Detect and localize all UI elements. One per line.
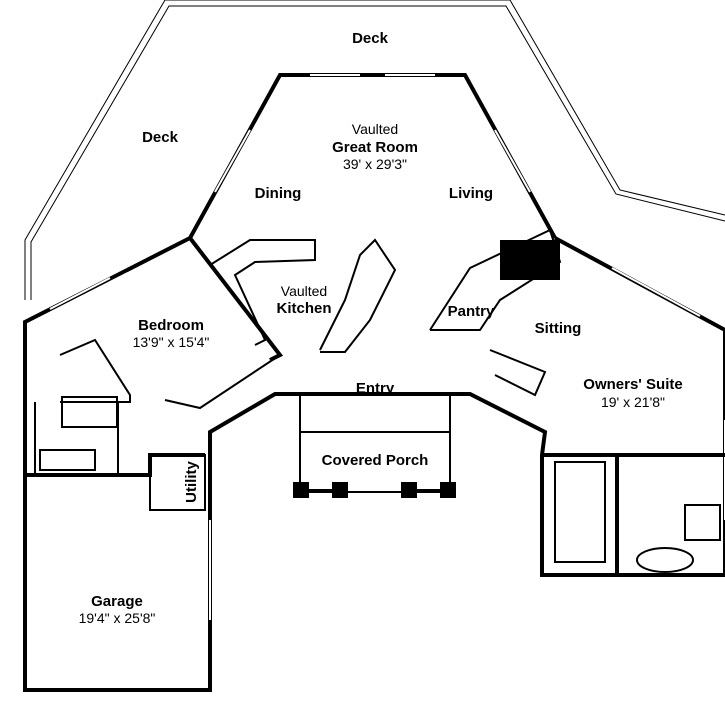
covered-porch-label: Covered Porch	[322, 452, 429, 469]
deck-top-label: Deck	[352, 30, 389, 47]
garage-label: Garage	[91, 593, 143, 610]
bedroom-dims: 13'9" x 15'4"	[133, 334, 210, 350]
owners-suite-dims: 19' x 21'8"	[601, 394, 665, 410]
great-room-label: Great Room	[332, 139, 418, 156]
bedroom-label: Bedroom	[138, 317, 204, 334]
kitchen-label: Kitchen	[276, 300, 331, 317]
sitting-label: Sitting	[535, 320, 582, 337]
covered-porch-structure	[293, 431, 456, 498]
deck-outline	[24, 0, 725, 300]
kitchen-prefix: Vaulted	[281, 283, 327, 299]
pantry-label: Pantry	[448, 303, 495, 320]
great-room-walls	[188, 73, 557, 239]
great-room-dims: 39' x 29'3"	[343, 156, 407, 172]
owners-suite-label: Owners' Suite	[583, 376, 682, 393]
dining-label: Dining	[255, 185, 302, 202]
entry-label: Entry	[356, 380, 395, 397]
garage-dims: 19'4" x 25'8"	[79, 610, 156, 626]
interior-walls	[24, 228, 725, 575]
great-room-prefix: Vaulted	[352, 121, 398, 137]
deck-left-label: Deck	[142, 129, 179, 146]
utility-label: Utility	[183, 461, 200, 503]
living-label: Living	[449, 185, 493, 202]
exterior-walls	[23, 236, 725, 692]
